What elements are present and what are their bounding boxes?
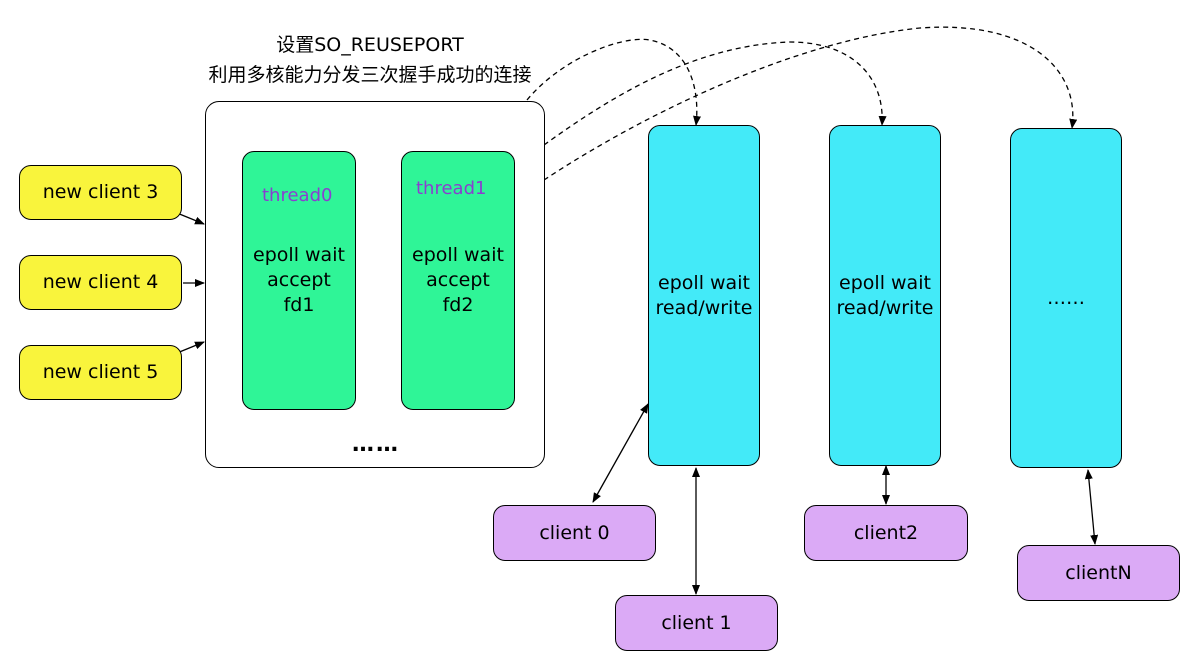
link-clientN-workerN (1084, 469, 1099, 545)
link-client0-worker0 (592, 403, 649, 503)
thread-line: accept (426, 269, 490, 291)
new-client-label: new client 5 (42, 361, 159, 383)
thread-line: epoll wait (412, 244, 504, 266)
worker-line: epoll wait (658, 271, 750, 294)
new-client-box: new client 5 (19, 345, 182, 400)
worker-line: read/write (836, 296, 934, 319)
arrow-new-client-5 (176, 341, 205, 354)
thread-line: accept (267, 269, 331, 291)
worker-thread-box: epoll wait read/write (648, 125, 760, 466)
reuseport-note: 设置SO_REUSEPORT 利用多核能力分发三次握手成功的连接 (130, 30, 610, 90)
thread-line: epoll wait (253, 244, 345, 266)
arrow-new-client-3 (176, 212, 205, 225)
worker-thread-box: …… (1010, 128, 1122, 468)
worker-thread-box: epoll wait read/write (829, 125, 941, 466)
note-line-1: 设置SO_REUSEPORT (276, 34, 464, 56)
note-line-2: 利用多核能力分发三次握手成功的连接 (208, 64, 532, 86)
new-client-box: new client 3 (19, 165, 182, 220)
client-label: client 1 (661, 611, 732, 634)
thread-label: thread1 (416, 178, 487, 199)
more-threads-ellipsis: …… (352, 432, 400, 457)
client-label: client 0 (539, 521, 610, 544)
new-client-box: new client 4 (19, 255, 182, 310)
dispatch-arrow-worker1 (543, 41, 887, 146)
client-box: client 0 (493, 505, 656, 561)
thread-label: thread0 (262, 185, 333, 206)
worker-line: epoll wait (839, 271, 931, 294)
new-client-label: new client 4 (42, 271, 159, 293)
client-box: client 1 (615, 595, 778, 651)
client-label: clientN (1065, 561, 1132, 584)
new-client-label: new client 3 (42, 181, 159, 203)
client-box: clientN (1017, 545, 1180, 601)
worker-line: …… (1047, 286, 1085, 309)
client-label: client2 (853, 521, 919, 544)
listener-thread-box: epoll wait accept fd1 (242, 151, 356, 410)
listener-thread-box: epoll wait accept fd2 (401, 151, 515, 410)
dispatch-arrow-workerN (543, 26, 1078, 181)
worker-line: read/write (655, 296, 753, 319)
thread-line: fd1 (283, 294, 315, 316)
thread-line: fd2 (442, 294, 474, 316)
client-box: client2 (804, 505, 968, 561)
